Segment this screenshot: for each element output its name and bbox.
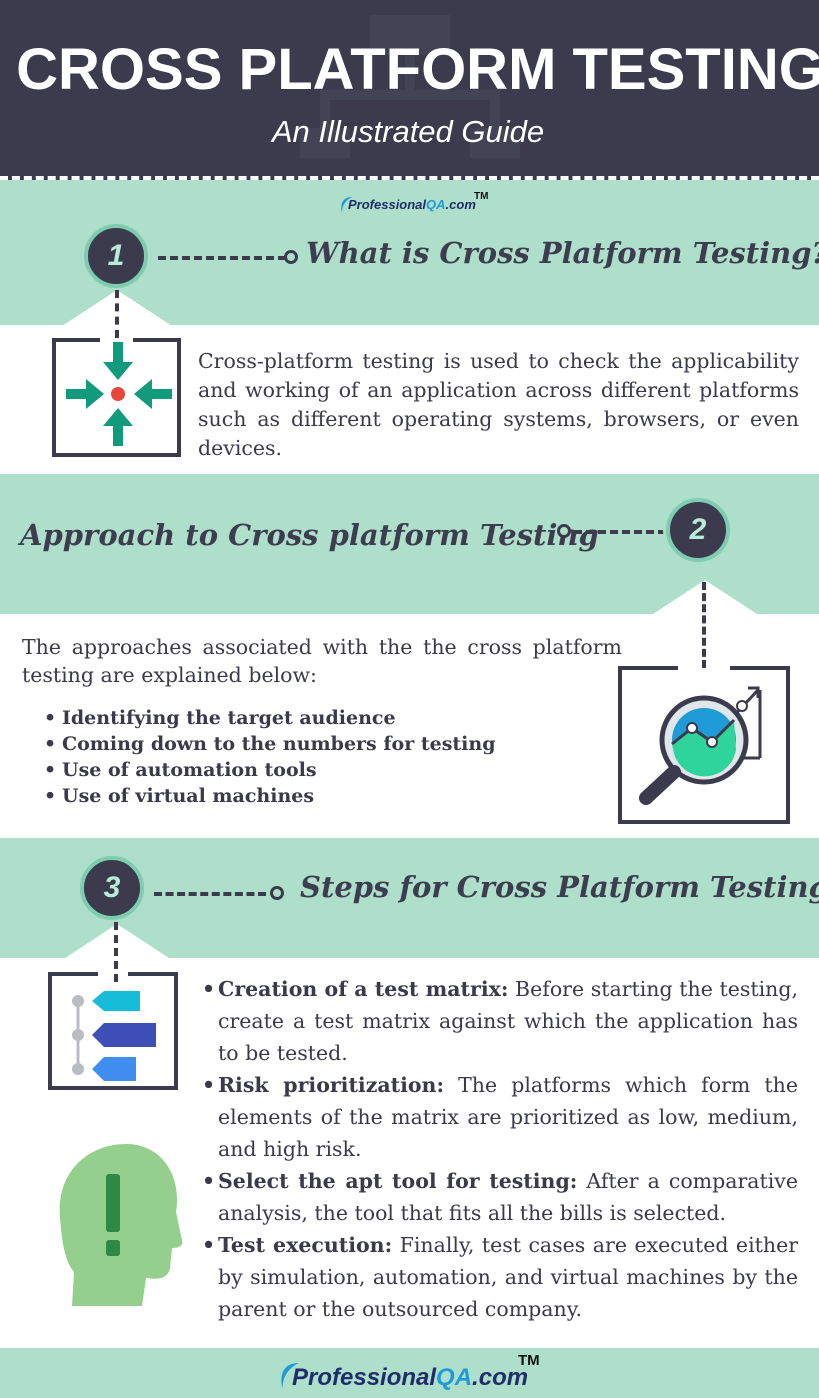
frame2-top [618,666,790,670]
page-title: CROSS PLATFORM TESTING [16,37,819,102]
section1-connector [158,256,286,260]
network-ghost-icon [300,15,520,158]
section3-icon-frame [48,972,178,1090]
list-item: Risk prioritization: The platforms which… [200,1069,798,1165]
section1-body: Cross-platform testing is used to check … [198,349,799,460]
section3-connector [154,892,266,896]
section2-vertical-connector [702,582,706,668]
list-item: Coming down to the numbers for testing [22,731,602,757]
list-item: Test execution: Finally, test cases are … [200,1229,798,1325]
magnifier-chart-icon [639,686,762,805]
section3-heading: Steps for Cross Platform Testing [300,870,819,904]
section3-vertical-connector [114,922,118,982]
section1-vertical-connector [115,290,119,338]
section2-connector [574,530,666,534]
section1-icon-frame [52,338,181,457]
section3-steps-list: Creation of a test matrix: Before starti… [200,973,798,1325]
section3-connector-dot [270,886,284,900]
header-banner: CROSS PLATFORM TESTING An Illustrated Gu… [0,0,819,180]
page-subtitle: An Illustrated Guide [271,114,545,149]
list-item: Creation of a test matrix: Before starti… [200,973,798,1069]
brand-logo-footer[interactable]: ProfessionalQA.com TM [281,1352,540,1392]
section2-bullet-list: Identifying the target audience Coming d… [22,705,602,809]
section2-connector-dot [557,524,571,538]
footer-band [0,1348,819,1398]
frame-top-right [133,338,181,342]
header-divider [0,176,819,180]
brand-logo-small[interactable]: ProfessionalQA.com TM [341,191,488,213]
list-item: Use of virtual machines [22,783,602,809]
section2-heading: Approach to Cross platform Testing [20,518,599,552]
section2-icon-frame [618,666,790,824]
frame3-top [48,972,178,976]
section1-number-badge: 1 [84,224,148,288]
logo-swoosh-icon [281,1363,299,1389]
section1-connector-dot [284,250,298,264]
frame-top-left [52,338,100,342]
list-item: Select the apt tool for testing: After a… [200,1165,798,1229]
list-steps-icon [72,991,156,1081]
section1-heading: What is Cross Platform Testing? [306,236,819,270]
head-exclamation-icon [59,1144,183,1306]
section3-number-badge: 3 [80,856,144,920]
list-item: Identifying the target audience [22,705,602,731]
logo-swoosh-icon [341,197,352,213]
section2-number-badge: 2 [666,498,730,562]
list-item: Use of automation tools [22,757,602,783]
section2-intro: The approaches associated with the the c… [22,635,622,687]
target-arrows-icon [66,342,172,446]
